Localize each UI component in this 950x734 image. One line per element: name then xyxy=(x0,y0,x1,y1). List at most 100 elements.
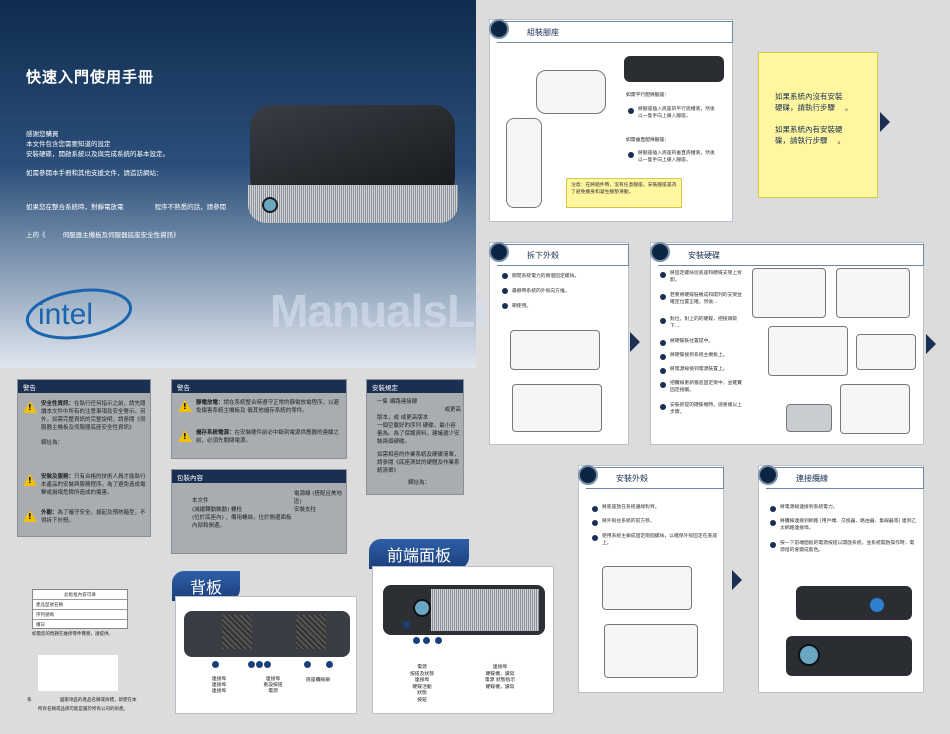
side-note-box: 如果系統內沒有安裝 硬碟，請執行步驟。 如果系統內有安裝硬 碟，請執行步驟。 xyxy=(758,52,878,198)
step-bullet xyxy=(660,404,666,410)
step-heading: 拆下外殼 xyxy=(497,244,629,266)
step-number-badge xyxy=(489,242,509,262)
form-row[interactable]: 購日 xyxy=(36,623,45,628)
form-row[interactable]: 產品型號名稱 xyxy=(33,600,127,610)
warning-icon xyxy=(178,430,192,442)
step-text: 將硬碟接到系統主機板上。 xyxy=(670,353,728,358)
step-text: 安裝新提的硬碟機時，請重複以上步驟。 xyxy=(670,403,742,415)
form-note: 如需您的問題在維修零件實務，請提供。 xyxy=(32,632,113,637)
intro-line: 本文件包含您需要知道的設定 xyxy=(26,140,111,148)
step-text: 將電源線接到電源裝置上。 xyxy=(670,367,728,372)
req-text: 。為了保護資料，建議選少安裝兩個硬碟。 xyxy=(377,431,460,445)
network-port-icon xyxy=(870,598,884,612)
form-row[interactable]: 序列號碼 xyxy=(33,610,127,620)
front-panel-section: 電源 按鈕及狀態 連接埠 硬碟活動 狀態 按鈕 連接埠 硬碟機，讀寫 電源 狀態… xyxy=(372,566,554,714)
chassis-sketch xyxy=(752,268,826,318)
svg-text:intel: intel xyxy=(38,298,93,331)
package-heading: 包裝內容 xyxy=(172,470,346,483)
warning-text: 儲存系統電源：在安裝硬件前必中斷到電源供應器的連線之前，必須先關閉電源。 xyxy=(196,429,342,445)
req-text: 如需相容的作業系統及硬碟清單，請參閱《底座測試的硬體及作業系統清單》 xyxy=(377,452,460,474)
port-label: 連接埠 重設按鈕 電源 xyxy=(256,677,290,695)
footer-note: 國家地區的產品名稱或商標，即使在本 xyxy=(60,698,137,703)
warning-icon xyxy=(23,474,37,486)
footer-note: 所有名稱或品牌可能是屬於所有公司的財產。 xyxy=(38,707,128,712)
front-label: 硬碟活動 xyxy=(412,684,432,690)
step-bullet xyxy=(660,294,666,300)
callout-marker xyxy=(256,661,263,668)
front-stripe xyxy=(431,589,539,631)
step-text: 最靜時系統的外殼向方推。 xyxy=(512,289,570,294)
intro-line: 如需參閱本手冊和其他支援文件，請造訪網站： xyxy=(26,169,163,177)
power-button-icon[interactable] xyxy=(798,644,820,666)
chassis-sketch xyxy=(836,268,910,318)
warning-label: 靜電放電： xyxy=(196,400,224,406)
chassis-sketch xyxy=(840,384,910,434)
step-bullet xyxy=(660,340,666,346)
port-label-text: 重設按鈕 xyxy=(263,683,283,688)
front-label: 硬碟機，讀寫 xyxy=(485,684,515,690)
req-text: 或更高版本 xyxy=(400,415,429,421)
side-note-line: 如果系統內有安裝硬 xyxy=(775,125,843,134)
step-text: 將底座放在系統邊緣對齊。 xyxy=(602,505,660,510)
step-heading: 安裝外殼 xyxy=(586,467,724,489)
step-number-badge xyxy=(758,465,778,485)
req-text: 版本，或 xyxy=(377,415,400,421)
warning-text: 安裝及服務：只有合格的技術人員才能執行本產品的安裝與服務程序。為了避免造成電擊或… xyxy=(41,473,146,497)
warning-icon xyxy=(178,400,192,412)
warning-text: 安全性資訊：在執行任何指示之前，請先閱讀本文件中所有的注意事項及安全警示。另外，… xyxy=(41,400,146,447)
step-text: 若要將硬碟裝機成和開列的支架並確定位置正確，然後... xyxy=(670,293,742,305)
warning-body: 為了確守安全，拔起及預熱箱型，不得拆下外殼。 xyxy=(41,510,146,524)
step-bullet xyxy=(502,273,508,279)
front-label: 連接埠 xyxy=(414,678,430,683)
step-bullet xyxy=(660,354,666,360)
step-text: 按一下前端面板的電源按鈕以開啟系統，並系統開啟操作時，電源燈的會變成藍色。 xyxy=(780,541,915,553)
warning-icon xyxy=(23,401,37,413)
step-bullet xyxy=(592,535,598,541)
package-item: 電源線 (搭配且美地區) xyxy=(294,491,342,505)
step-bullet xyxy=(660,272,666,278)
warning-heading: 警告 xyxy=(18,380,150,393)
side-note-line: 碟，請執行步驟 xyxy=(775,136,828,145)
warning-body: 只有合格的技術人員才能執行本產品的安裝與服務程序。為了避免造成電擊或損壞危險所造… xyxy=(41,474,146,496)
step-text: 使用系統主鎖成固定兩個螺絲，以確保外殼固定在底座上。 xyxy=(602,534,718,546)
warning-label: 外觀： xyxy=(41,510,58,516)
side-note-line: 如果系統內沒有安裝 xyxy=(775,92,843,101)
warning-box-safety: 警告 安全性資訊：在執行任何指示之前，請先閱讀本文件中所有的注意事項及安全警示。… xyxy=(17,379,151,537)
front-label: 電源 狀態指示 xyxy=(484,678,516,683)
side-note-line: 。 xyxy=(837,136,846,145)
callout-marker xyxy=(264,661,271,668)
req-text: 網址為： xyxy=(407,480,430,486)
step-heading: 安裝硬碟 xyxy=(658,244,924,266)
requirements-heading: 安裝規定 xyxy=(367,380,463,393)
warning-body: 請在系統整合時遵守正常的靜電放電程序，以避免傷害系統主機板及 儀其他儲存系統的零… xyxy=(196,400,340,414)
step-text: 把纜線重新塞進固定架中，並確實固定接觸。 xyxy=(670,381,742,393)
product-image xyxy=(240,105,460,240)
warning-heading: 警告 xyxy=(172,380,346,393)
step-heading: 組裝腳座 xyxy=(497,21,733,43)
cover-sketch xyxy=(510,330,600,370)
device-top xyxy=(250,105,455,200)
next-arrow-icon xyxy=(630,332,640,352)
device-side-stripe xyxy=(248,185,458,223)
power-button-icon[interactable] xyxy=(413,599,431,617)
callout-marker xyxy=(413,637,420,644)
back-panel-section: 連接埠 連接埠 連接埠 連接埠 重設按鈕 電源 底座纜線鎖 xyxy=(175,596,357,714)
req-text: 一隻 xyxy=(377,399,389,405)
callout-marker xyxy=(423,637,430,644)
intro-line: 程序不熟悉的話，請參閱 xyxy=(154,203,227,211)
device-rear-photo xyxy=(796,586,912,620)
device-sketch xyxy=(506,118,542,208)
front-label: 電源 xyxy=(417,665,427,670)
warning-label: 安裝及服務： xyxy=(41,474,75,480)
step-text: 將硬碟裝往置提中。 xyxy=(670,339,714,344)
vent-grille xyxy=(296,615,326,649)
step-bullet xyxy=(660,318,666,324)
side-note-line: 硬碟，請執行步驟 xyxy=(775,103,835,112)
step-text: 將固定螺絲從底座和硬碟支架上拆卸。 xyxy=(670,271,742,283)
port-label: 底座纜線鎖 xyxy=(306,678,330,683)
form-title: 此框框內容可填 xyxy=(33,590,127,600)
intro-line: 感謝您購買 xyxy=(26,130,59,138)
req-text: 一個空載好的序列 xyxy=(377,423,422,429)
step-number-badge xyxy=(578,465,598,485)
front-label: 狀態 xyxy=(417,691,427,696)
